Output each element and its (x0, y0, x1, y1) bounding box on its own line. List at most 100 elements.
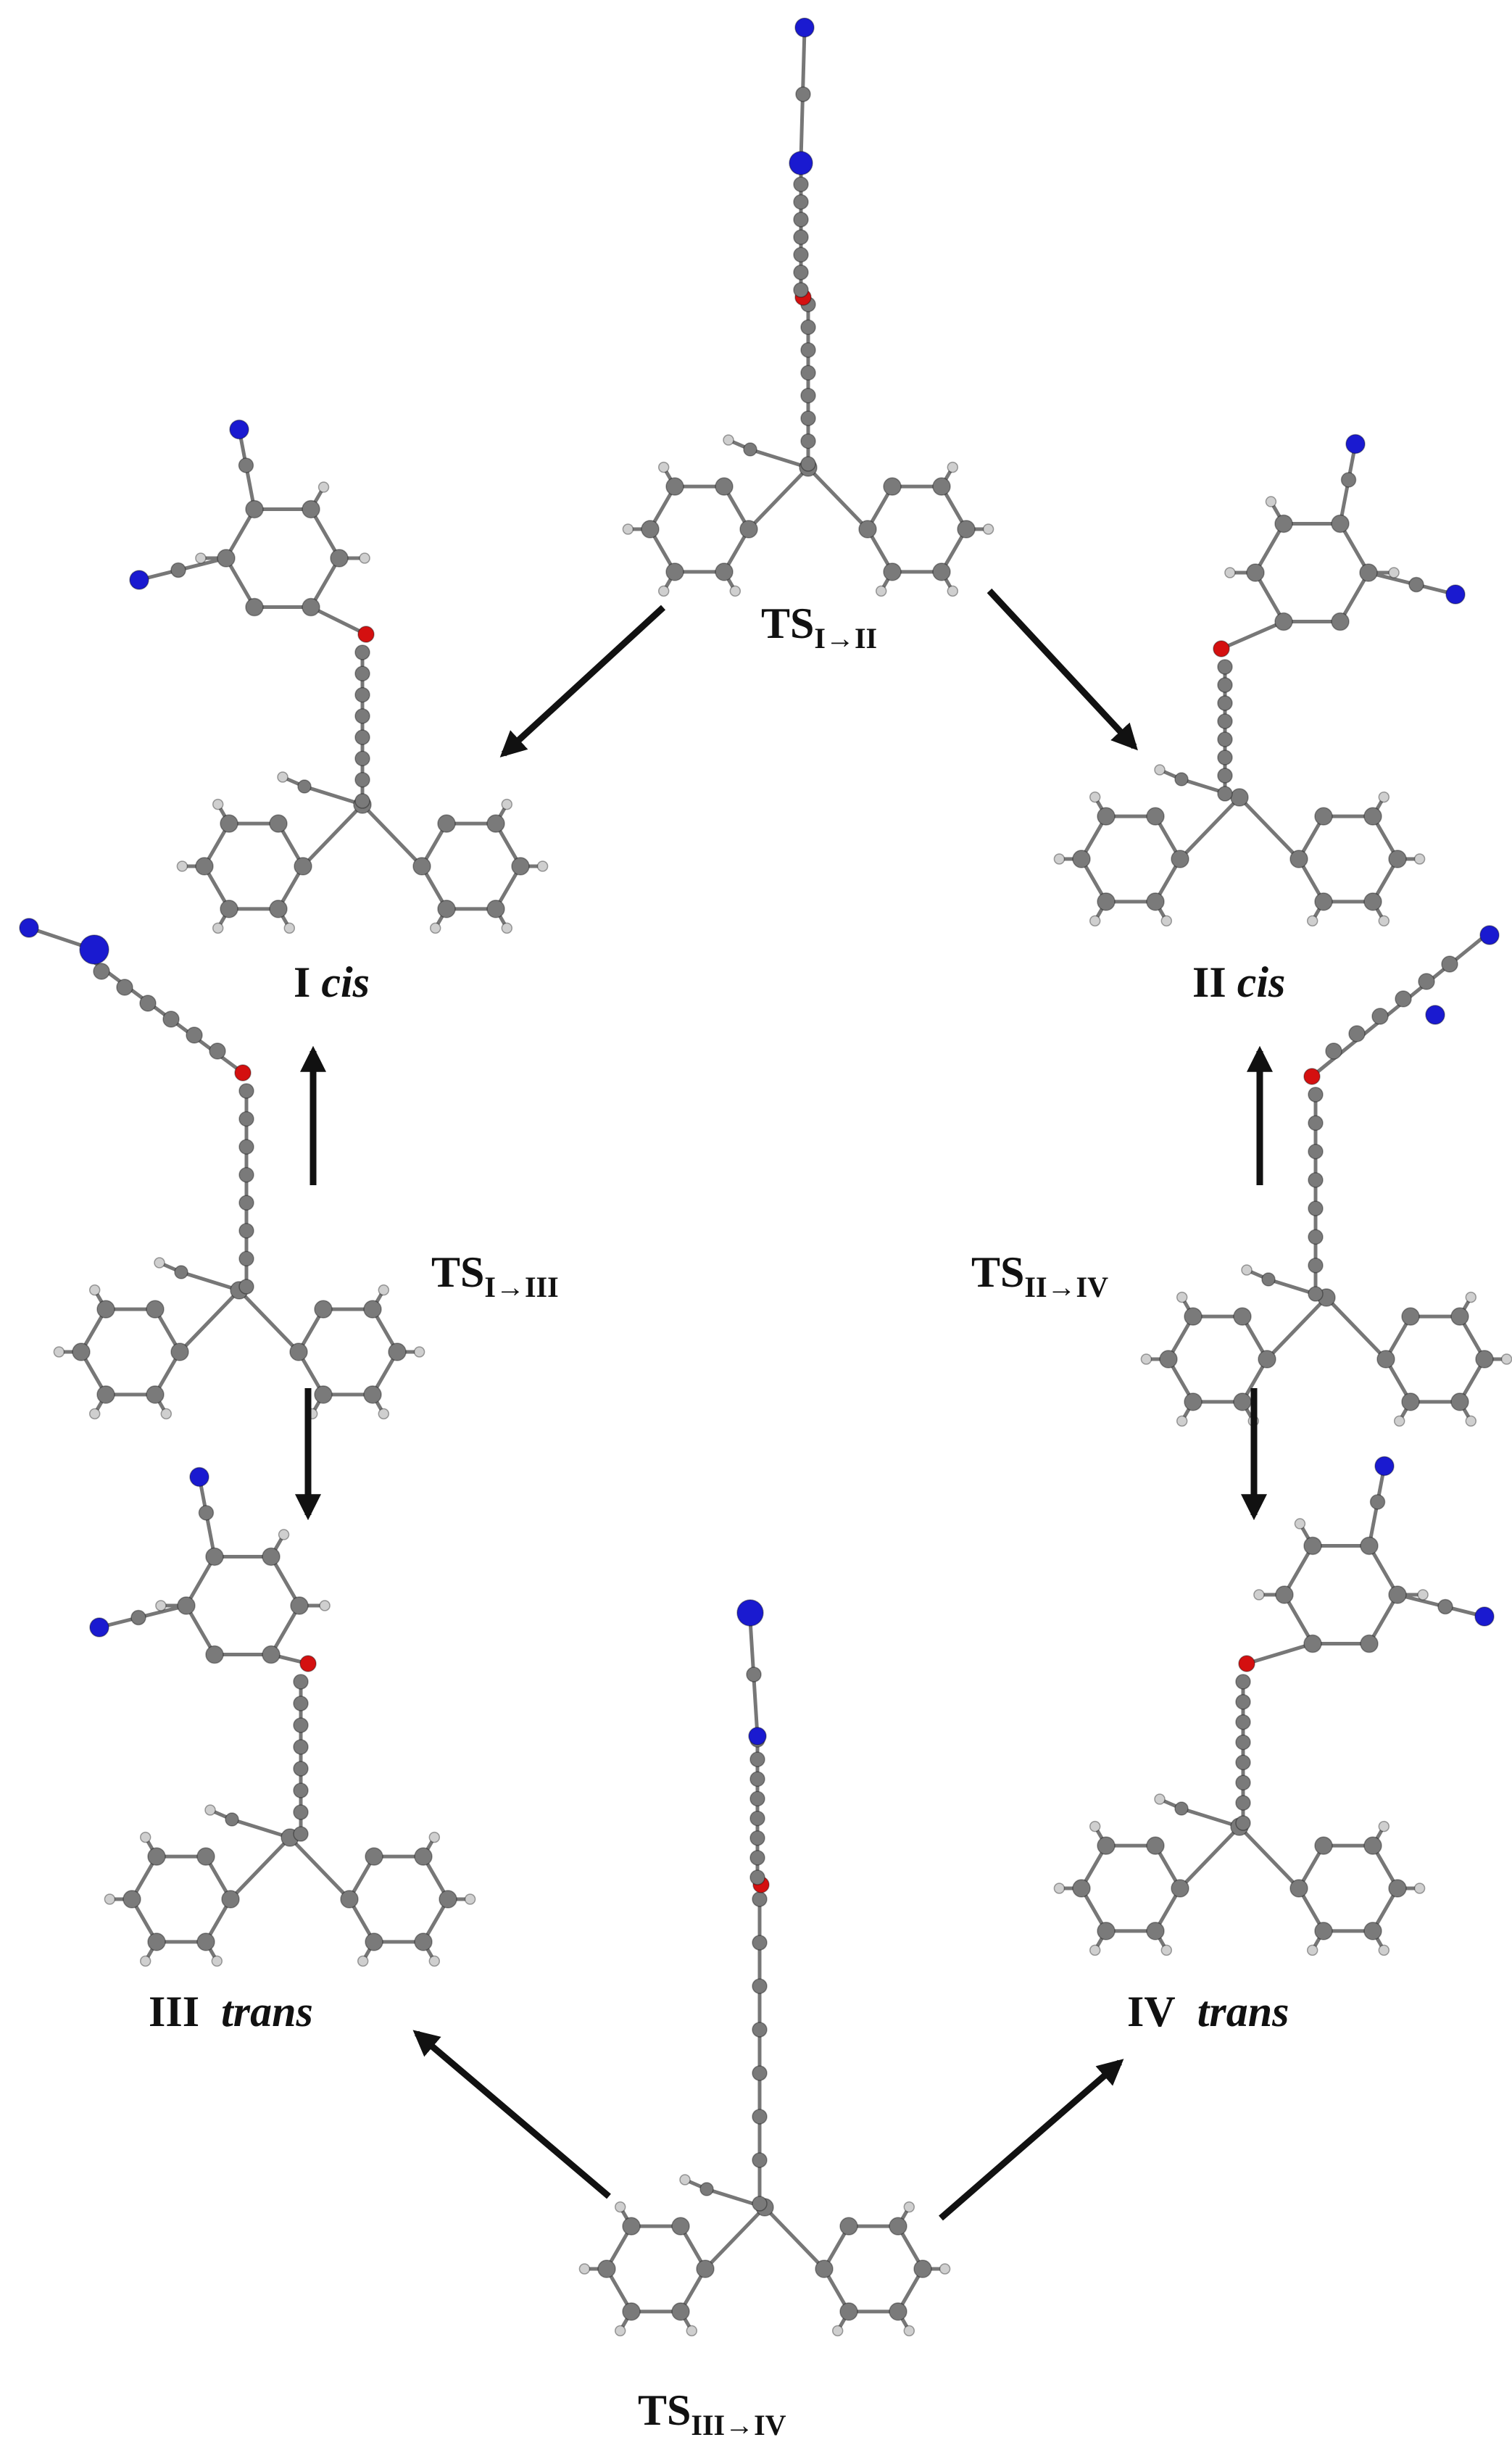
hydrogen-atom (657, 461, 670, 473)
carbon-atom (752, 2196, 768, 2212)
carbon-atom (412, 857, 431, 876)
carbon-atom (800, 319, 816, 336)
bond (309, 605, 368, 636)
hydrogen-atom (501, 798, 513, 810)
hydrogen-atom (1160, 915, 1173, 927)
hydrogen-atom (614, 2201, 626, 2213)
bond (806, 465, 870, 531)
hydrogen-atom (155, 1600, 167, 1611)
carbon-atom (1401, 1392, 1420, 1411)
carbon-atom (1233, 1307, 1252, 1326)
carbon-atom (293, 1695, 309, 1711)
hydrogen-atom (283, 922, 296, 934)
carbon-atom (354, 686, 370, 703)
carbon-atom (486, 900, 505, 918)
carbon-atom (262, 1547, 281, 1566)
carbon-atom (293, 1674, 309, 1690)
carbon-atom (800, 387, 816, 404)
bond (288, 1835, 352, 1901)
bond (302, 784, 365, 807)
hydrogen-atom (176, 860, 188, 872)
nitrogen-atom (748, 1727, 767, 1746)
hydrogen-atom (1089, 915, 1101, 927)
carbon-atom (1233, 1392, 1252, 1411)
carbon-atom (752, 2152, 768, 2168)
carbon-atom (795, 86, 811, 102)
carbon-atom (1217, 786, 1233, 802)
hydrogen-atom (1154, 1793, 1166, 1805)
carbon-atom (1418, 973, 1435, 990)
nitrogen-atom (1345, 433, 1366, 455)
carbon-atom (293, 1804, 309, 1820)
arrow-ts-i-ii-to-i-cis (499, 605, 666, 758)
hydrogen-atom (53, 1346, 65, 1358)
carbon-atom (162, 1010, 180, 1028)
carbon-atom (302, 499, 320, 519)
carbon-atom (641, 520, 660, 539)
carbon-atom (1360, 1634, 1379, 1653)
carbon-atom (437, 814, 456, 833)
carbon-atom (1450, 1392, 1469, 1411)
hydrogen-atom (317, 481, 330, 493)
carbon-atom (177, 1596, 196, 1615)
carbon-atom (238, 457, 254, 473)
carbon-atom (1174, 1801, 1189, 1816)
hydrogen-atom (1413, 1883, 1426, 1894)
hydrogen-atom (378, 1284, 390, 1296)
carbon-atom (1217, 731, 1233, 747)
carbon-atom (1097, 807, 1116, 826)
carbon-atom (1308, 1115, 1324, 1132)
carbon-atom (437, 900, 456, 918)
carbon-atom (354, 708, 370, 724)
hydrogen-atom (1241, 1264, 1253, 1276)
carbon-atom (354, 729, 370, 745)
hydrogen-atom (211, 1955, 223, 1967)
carbon-atom (1314, 1922, 1333, 1941)
carbon-atom (195, 857, 214, 876)
carbon-atom (340, 1890, 359, 1909)
carbon-atom (1274, 612, 1293, 631)
oxygen-atom (357, 626, 375, 643)
carbon-atom (1314, 1836, 1333, 1855)
carbon-atom (1360, 1536, 1379, 1556)
bond (228, 1835, 292, 1901)
arrows-layer (295, 588, 1273, 2221)
carbon-atom (1314, 892, 1333, 911)
carbon-atom (238, 1111, 254, 1127)
hydrogen-atom (939, 2263, 951, 2275)
carbon-atom (297, 779, 312, 794)
hydrogen-atom (831, 2325, 844, 2337)
hydrogen-atom (1176, 1415, 1188, 1427)
carbon-atom (665, 563, 684, 581)
carbon-atom (225, 1812, 239, 1827)
hydrogen-atom (947, 585, 959, 597)
hydrogen-atom (204, 1804, 216, 1816)
carbon-atom (715, 477, 734, 496)
carbon-atom (314, 1300, 333, 1319)
carbon-atom (1308, 1229, 1324, 1245)
carbon-atom (913, 2259, 932, 2278)
carbon-atom (696, 2259, 715, 2278)
hydrogen-atom (212, 922, 224, 934)
bond (1179, 1806, 1242, 1829)
carbon-atom (245, 499, 264, 519)
oxygen-atom (234, 1064, 252, 1082)
bond (1282, 1593, 1315, 1646)
hydrogen-atom (139, 1955, 151, 1967)
carbon-atom (1314, 807, 1333, 826)
carbon-atom (743, 442, 757, 457)
carbon-atom (245, 597, 264, 617)
carbon-atom (1217, 768, 1233, 784)
hydrogen-atom (1306, 1944, 1318, 1956)
hydrogen-atom (1306, 915, 1318, 927)
hydrogen-atom (429, 922, 441, 934)
carbon-atom (238, 1250, 254, 1267)
hydrogen-atom (686, 2325, 698, 2337)
carbon-atom (146, 1385, 165, 1404)
carbon-atom (1303, 1536, 1322, 1556)
carbon-atom (1097, 1836, 1116, 1855)
hydrogen-atom (1378, 1944, 1390, 1956)
label-iv-trans: IV trans (1127, 1988, 1289, 2035)
carbon-atom (1261, 1272, 1276, 1287)
